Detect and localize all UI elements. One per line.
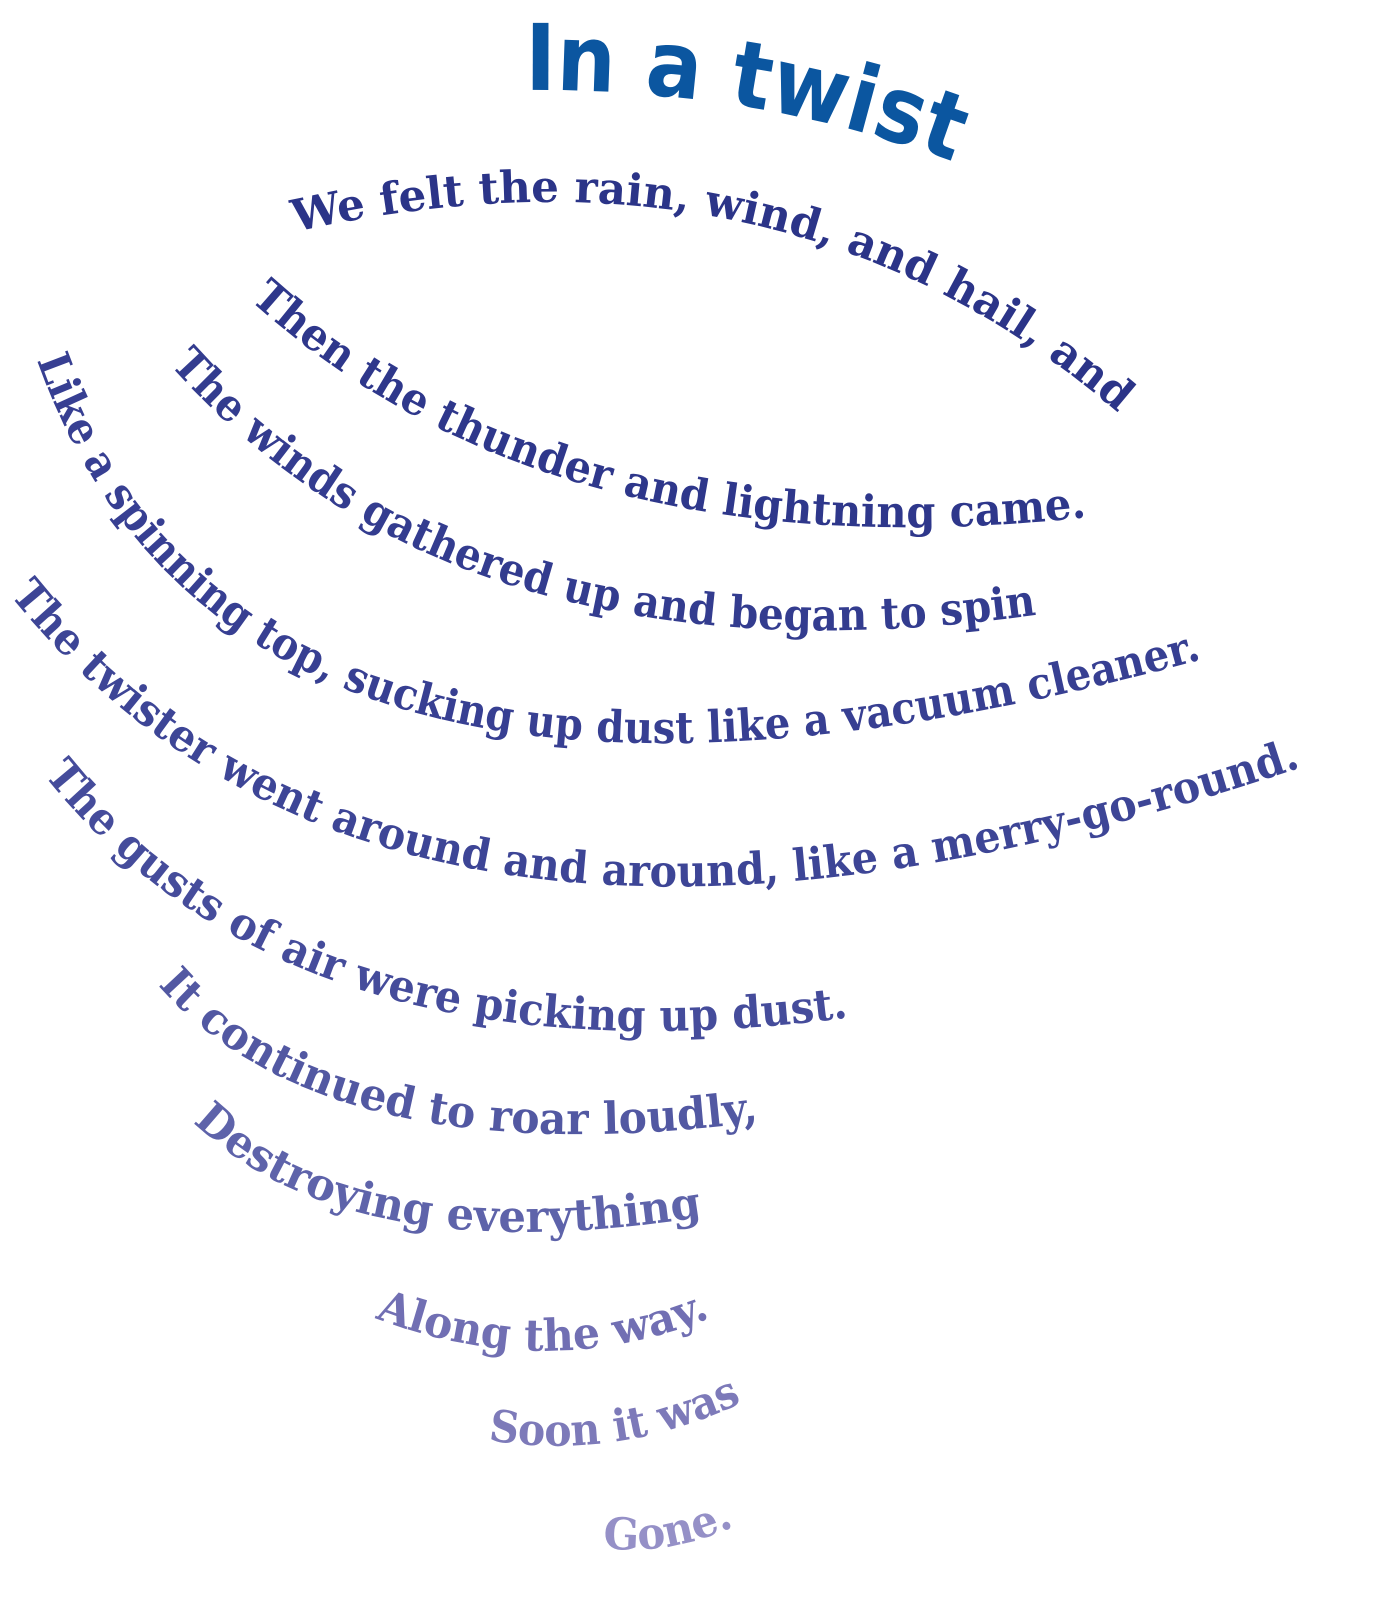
poem-title-text: In a twist [525, 5, 982, 183]
poem-line-10: Soon it was [487, 1366, 747, 1457]
poem-title: In a twist [525, 5, 982, 183]
poem-line-text: Gone. [602, 1489, 738, 1561]
poem-line-text: Along the way. [370, 1280, 714, 1362]
poem-line-9: Along the way. [370, 1280, 714, 1362]
poem-line-11: Gone. [602, 1489, 738, 1561]
poem-line-text: Soon it was [487, 1366, 747, 1457]
